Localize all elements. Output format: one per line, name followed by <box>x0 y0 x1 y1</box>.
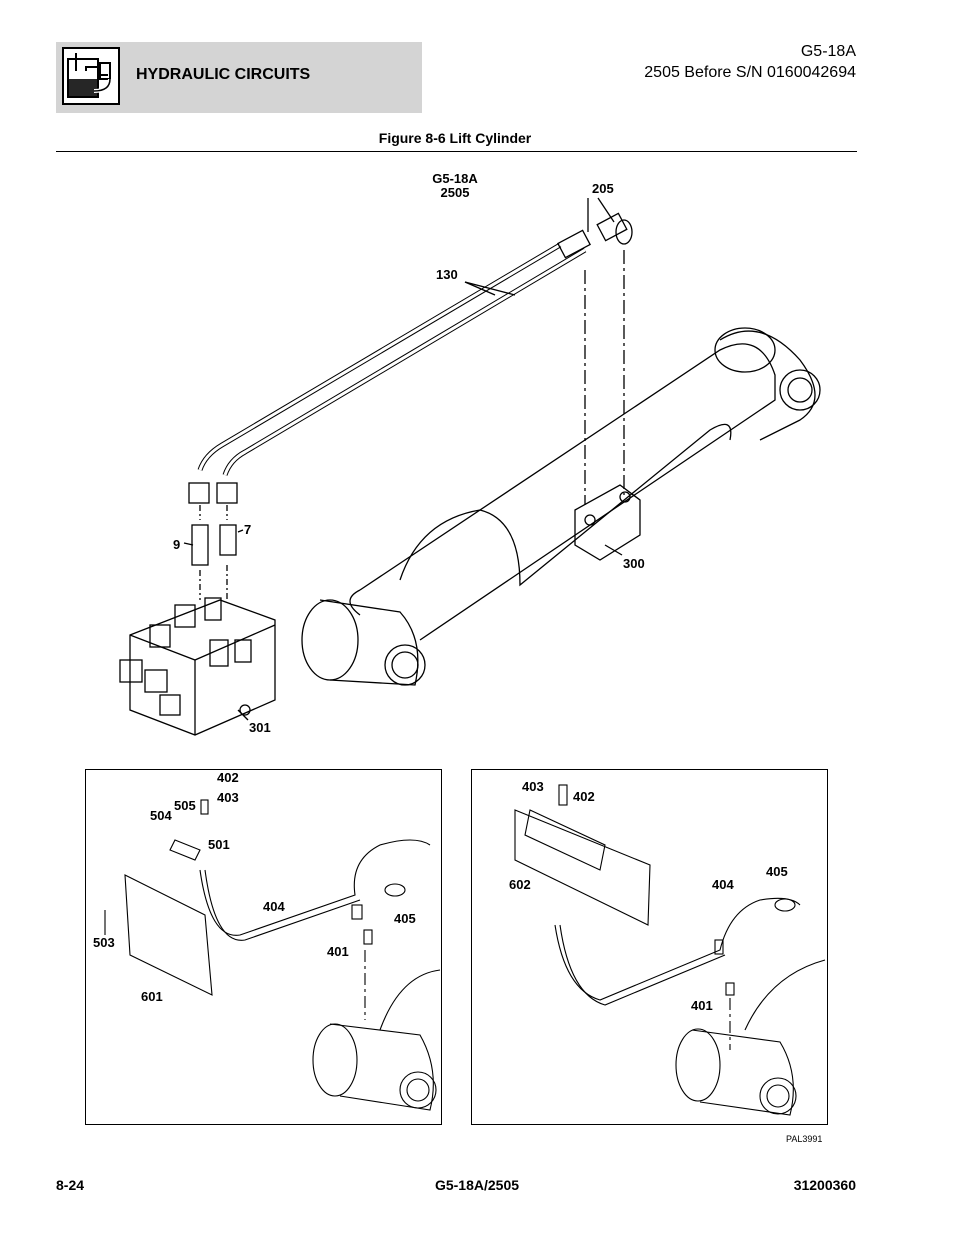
callout-130: 130 <box>436 267 458 282</box>
left-callout-501: 501 <box>208 837 230 852</box>
section-title: HYDRAULIC CIRCUITS <box>136 66 311 83</box>
left-callout-402: 402 <box>217 770 239 785</box>
right-callout-405: 405 <box>766 864 788 879</box>
left-callout-401: 401 <box>327 944 349 959</box>
footer-model: G5-18A/2505 <box>434 1177 520 1193</box>
figure-model-line1: G5-18A <box>432 171 478 186</box>
serial-note: 2505 Before S/N 0160042694 <box>644 64 856 81</box>
right-callout-402: 402 <box>573 789 595 804</box>
page-number: 8-24 <box>56 1177 85 1193</box>
callout-300: 300 <box>623 556 645 571</box>
callout-9: 9 <box>173 537 180 552</box>
left-callout-403: 403 <box>217 790 239 805</box>
model-id: G5-18A <box>800 43 856 60</box>
right-callout-403: 403 <box>522 779 544 794</box>
doc-number: 31200360 <box>793 1177 856 1193</box>
figure-model-line2: 2505 <box>441 185 470 200</box>
hydraulic-circuits-icon <box>62 47 120 105</box>
callout-205: 205 <box>592 181 614 196</box>
right-callout-401: 401 <box>691 998 713 1013</box>
left-callout-405: 405 <box>394 911 416 926</box>
lift-cylinder-figure: G5-18A 2505 205 130 9 7 300 301 402 403 … <box>85 171 828 1144</box>
left-callout-601: 601 <box>141 989 163 1004</box>
drawing-id: PAL3991 <box>786 1134 822 1144</box>
right-callout-404: 404 <box>712 877 734 892</box>
callout-7: 7 <box>244 522 251 537</box>
callout-301: 301 <box>249 720 271 735</box>
left-callout-404: 404 <box>263 899 285 914</box>
header-rule <box>56 151 857 152</box>
left-callout-505: 505 <box>174 798 196 813</box>
right-callout-602: 602 <box>509 877 531 892</box>
left-callout-504: 504 <box>150 808 172 823</box>
figure-caption: Figure 8-6 Lift Cylinder <box>378 130 532 146</box>
left-callout-503: 503 <box>93 935 115 950</box>
